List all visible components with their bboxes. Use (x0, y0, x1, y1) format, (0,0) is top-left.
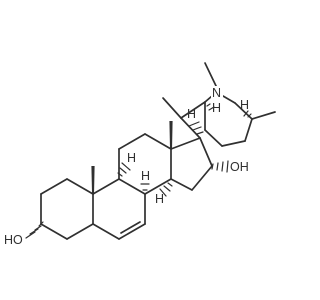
h5-label: H (127, 151, 136, 165)
h25-label: H (240, 98, 249, 112)
chemical-structure-diagram: HO OH N H H H H H H (3, 62, 276, 247)
c22-hash (206, 103, 215, 111)
c16-oh-hashed-bond (211, 160, 229, 173)
piperidine-ring (204, 62, 276, 147)
c19-methyl-wedge (91, 166, 95, 195)
ring-d (170, 137, 213, 191)
c25-hash (243, 110, 252, 118)
h14-label: H (155, 192, 164, 206)
c17-hash (188, 121, 204, 135)
h22-label: H (212, 101, 221, 115)
ring-b (92, 178, 146, 240)
ring-a (40, 178, 94, 240)
c3-oh-hashed-bond (25, 221, 44, 239)
side-chain (162, 97, 206, 139)
c3-hydroxyl-label: HO (4, 233, 23, 247)
c9-h-hash (117, 162, 131, 177)
piperidine-nitrogen-label: N (212, 86, 221, 100)
c16-hydroxyl-label: OH (230, 160, 249, 174)
h8-label: H (141, 169, 150, 183)
c18-methyl-wedge (169, 121, 173, 150)
c14-h-hash (159, 182, 173, 197)
h20-label: H (187, 107, 196, 121)
c8-h-hash (140, 183, 150, 191)
